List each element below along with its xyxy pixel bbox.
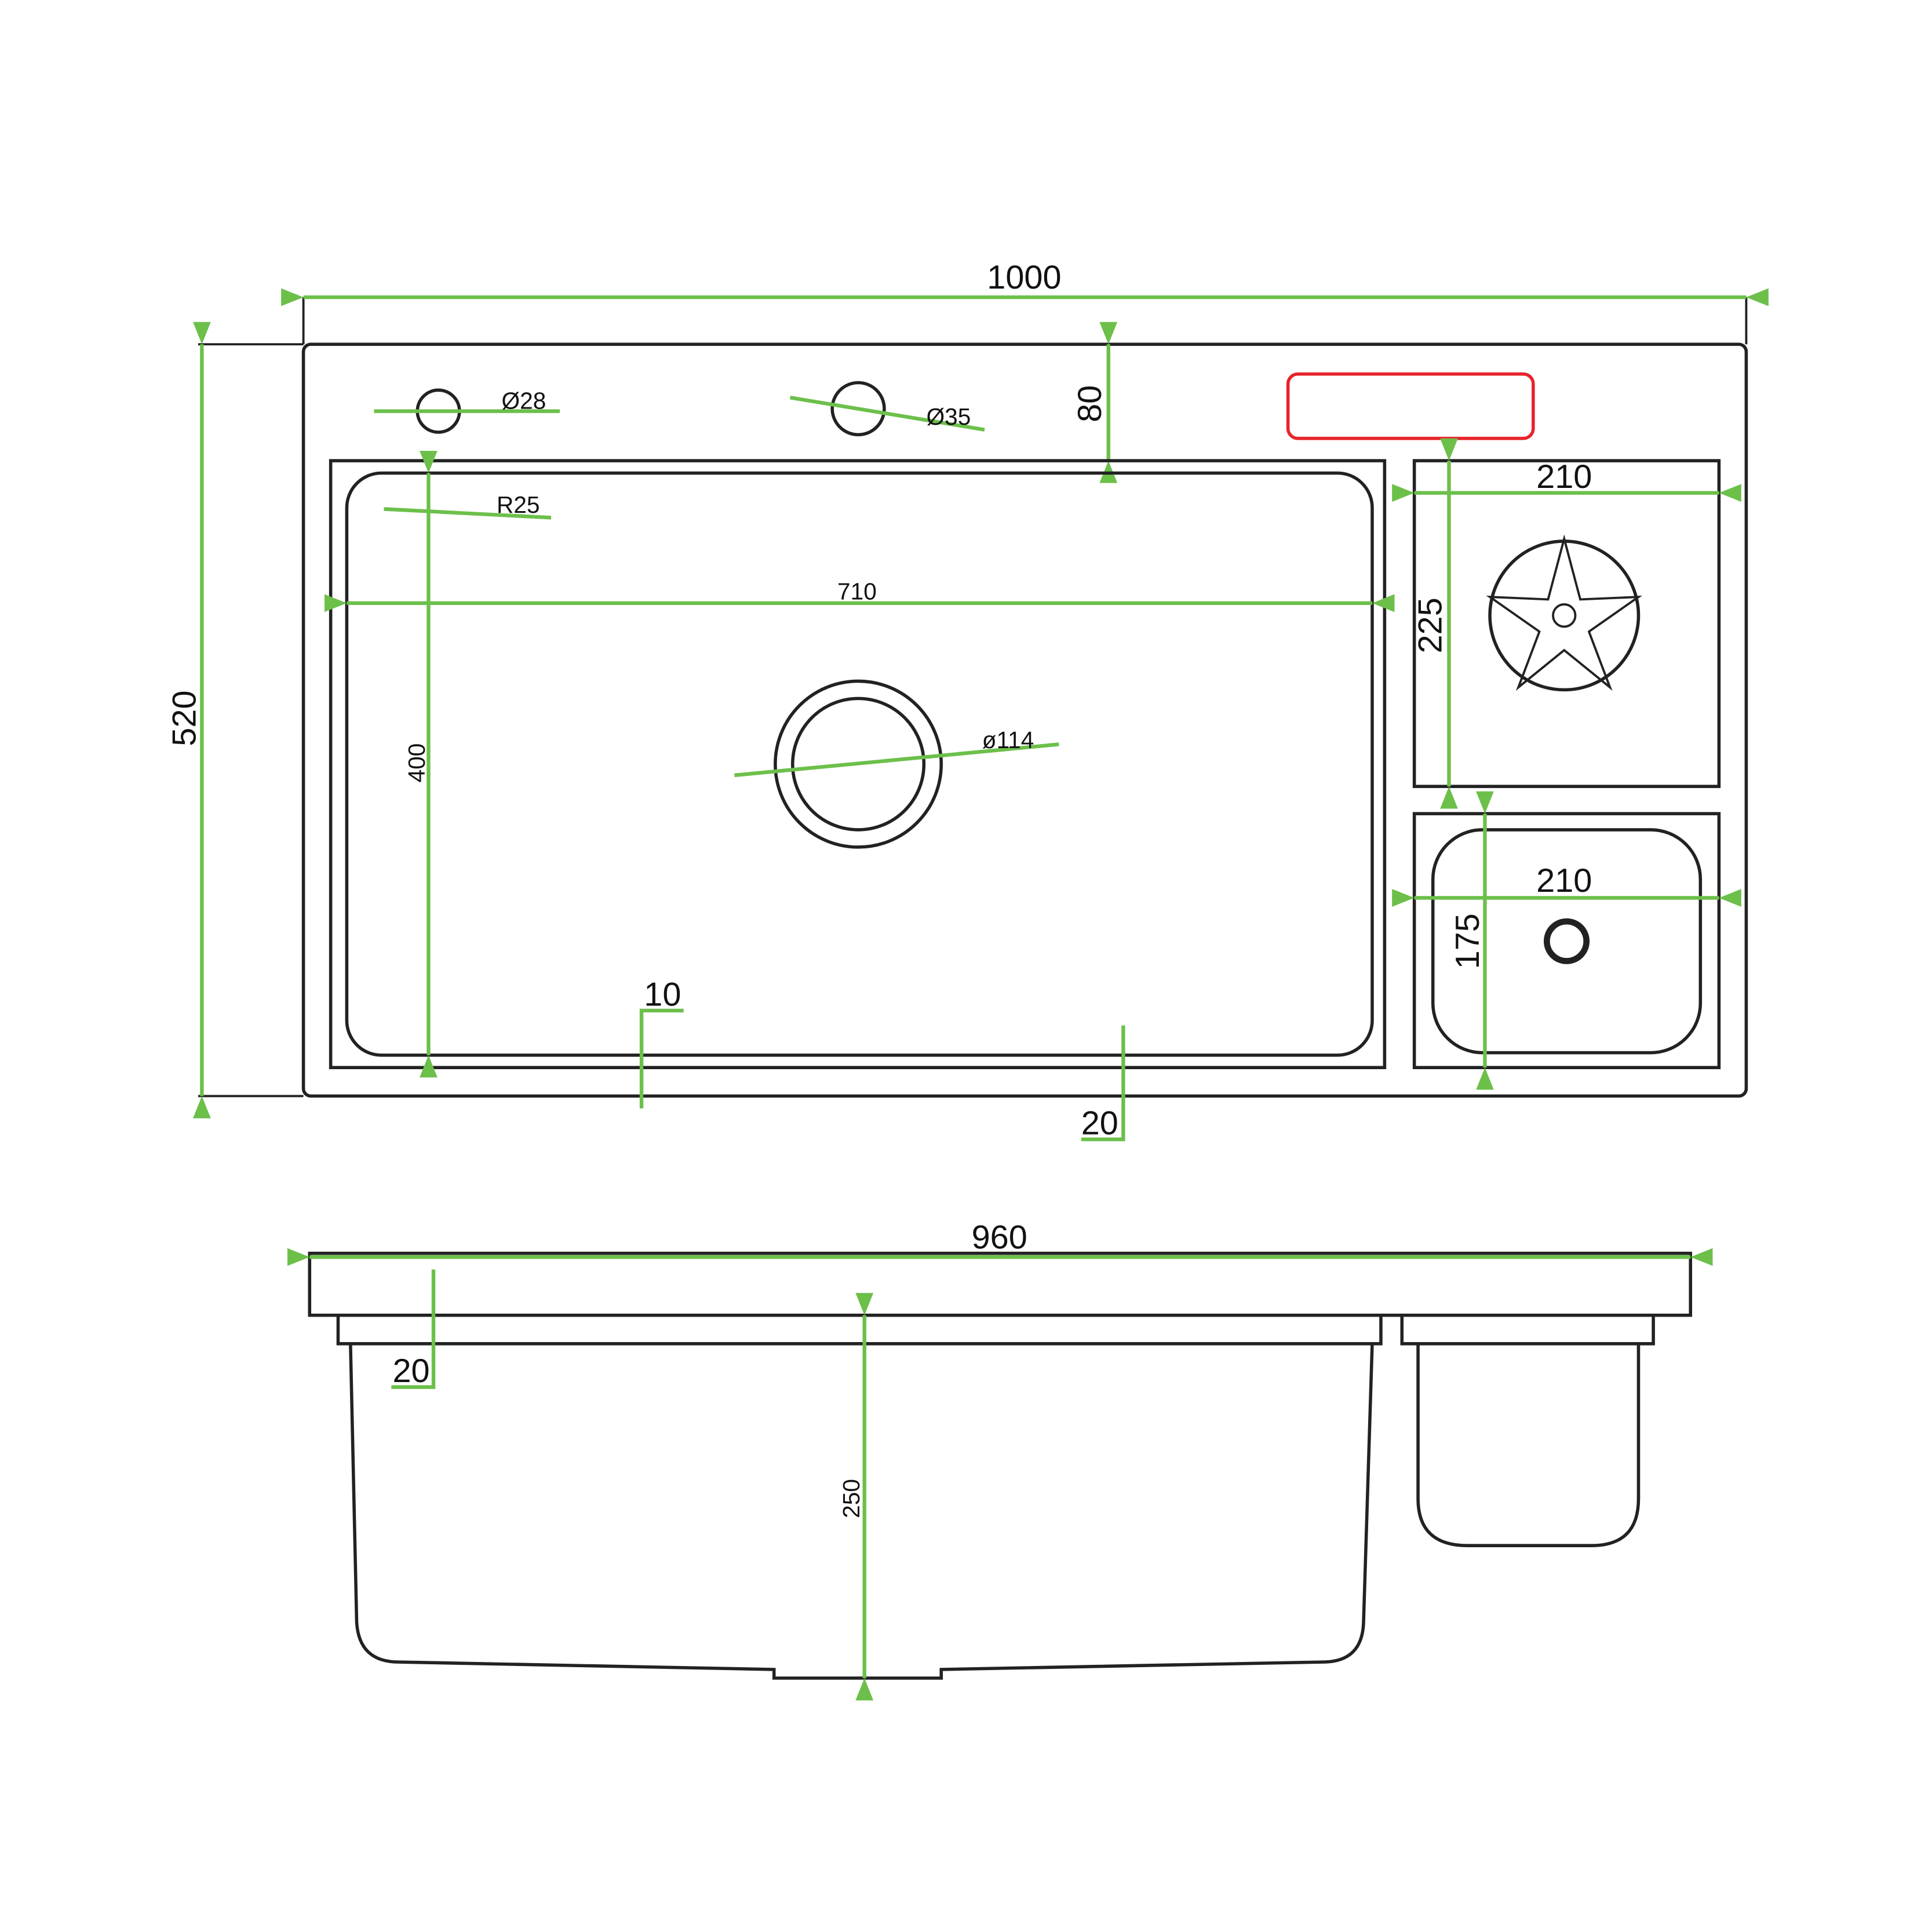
label-overall-depth: 520: [166, 690, 203, 746]
drain-inner: [791, 697, 926, 832]
label-drain-diameter: ø114: [982, 727, 1034, 753]
main-bowl: [345, 471, 1374, 1057]
label-bowl-width: 710: [837, 578, 877, 604]
label-small-bowl-depth: 175: [1449, 913, 1486, 969]
side-view: 960 20 250: [287, 1219, 1713, 1701]
small-drain: [1543, 918, 1590, 964]
label-bowl-depth: 400: [403, 743, 430, 783]
label-small-bowl-width: 210: [1536, 862, 1592, 899]
label-front-rim: 20: [1081, 1105, 1118, 1142]
label-faucet-hole-2: Ø35: [927, 403, 971, 430]
label-overall-width: 1000: [987, 259, 1061, 296]
label-corner-radius: R25: [497, 491, 539, 518]
faucet-hole-2: [830, 381, 886, 436]
top-slab: [308, 1252, 1693, 1317]
drain-outer: [774, 679, 943, 849]
label-rinser-width: 210: [1536, 458, 1592, 495]
label-rinser-depth: 225: [1412, 597, 1449, 653]
label-faucet-hole-1: Ø28: [502, 387, 546, 414]
rinser-compartment: [1412, 459, 1721, 788]
top-view: 1000 520 Ø28 Ø35 80 R25 400 710 ø114 210…: [166, 259, 1769, 1142]
main-bowl-rim: [329, 459, 1387, 1070]
cup-rinser-star-icon: [1486, 534, 1642, 692]
sink-outline: [301, 342, 1748, 1098]
small-bowl-rim: [1412, 812, 1721, 1070]
small-basin-profile: [1400, 1315, 1655, 1547]
label-lip-height: 20: [392, 1353, 429, 1390]
label-bowl-rim-gap: 10: [644, 976, 681, 1013]
small-bowl: [1431, 828, 1703, 1055]
label-deck-depth: 80: [1071, 385, 1109, 422]
control-panel-highlight: [1286, 372, 1535, 440]
label-bowl-height: 250: [838, 1479, 865, 1518]
label-top-width: 960: [972, 1219, 1027, 1256]
